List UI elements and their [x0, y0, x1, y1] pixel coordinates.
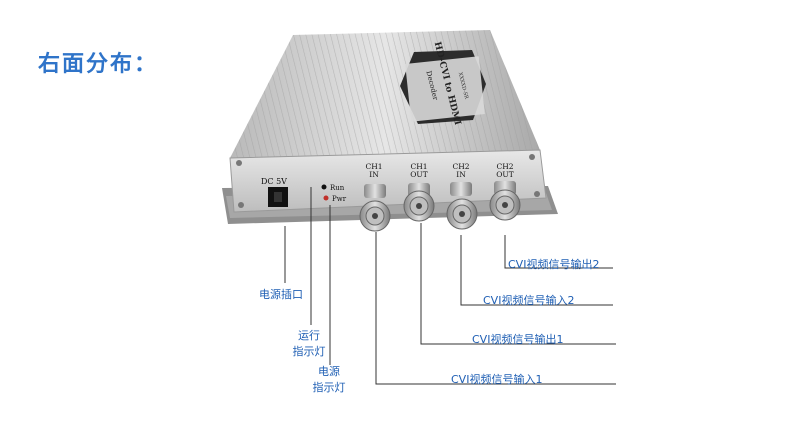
callout-pwr-led-line2: 指示灯 [312, 381, 346, 394]
bnc-connector-ch1-in [359, 184, 391, 232]
port-label-line1: CH2 [496, 162, 513, 171]
page-heading: 右面分布： [38, 52, 159, 77]
screw-icon [529, 154, 535, 160]
screw-icon [534, 191, 540, 197]
run-label: Run [330, 184, 345, 192]
port-label-line1: CH1 [410, 162, 427, 171]
bnc-connector-ch2-in [446, 182, 478, 230]
callout-pwr-led-line1: 电源 [318, 365, 340, 378]
port-label-line1: CH1 [365, 162, 382, 171]
callout-run-led-line2: 指示灯 [292, 345, 326, 358]
port-label-line2: OUT [410, 170, 427, 179]
callout-pwr-led: 电源 指示灯 [306, 364, 352, 396]
pwr-label: Pwr [332, 195, 347, 203]
callout-ch2-out: CVI视频信号输出2 [508, 258, 600, 271]
bnc-connector-ch2-out [489, 181, 521, 221]
bnc-connector-ch1-out [403, 183, 435, 222]
callout-power-jack: 电源插口 [259, 288, 303, 301]
screw-icon [236, 160, 242, 166]
screw-icon [238, 202, 244, 208]
pwr-led-icon [323, 195, 329, 201]
run-led-icon [321, 184, 327, 190]
port-label-line2: OUT [496, 170, 513, 179]
dc-label: DC 5V [261, 177, 287, 186]
callout-ch1-out: CVI视频信号输出1 [472, 333, 564, 346]
device-front-panel [229, 149, 547, 213]
callout-run-led: 运行 指示灯 [286, 328, 332, 360]
leader-line-ch2-in [460, 235, 613, 306]
leader-line-ch1-in [375, 232, 616, 385]
port-label-line2: IN [369, 170, 379, 179]
callout-ch2-in: CVI视频信号输入2 [483, 294, 575, 307]
callout-run-led-line1: 运行 [298, 329, 320, 342]
port-label-line2: IN [456, 170, 466, 179]
leader-line-ch2-out [504, 235, 613, 269]
leader-line-ch1-out [420, 223, 616, 345]
callout-ch1-in: CVI视频信号输入1 [451, 373, 543, 386]
port-label-line1: CH2 [452, 162, 469, 171]
top-label-plate: HD-CVI to HDMI Decoder XXXXD-SR [400, 41, 486, 126]
